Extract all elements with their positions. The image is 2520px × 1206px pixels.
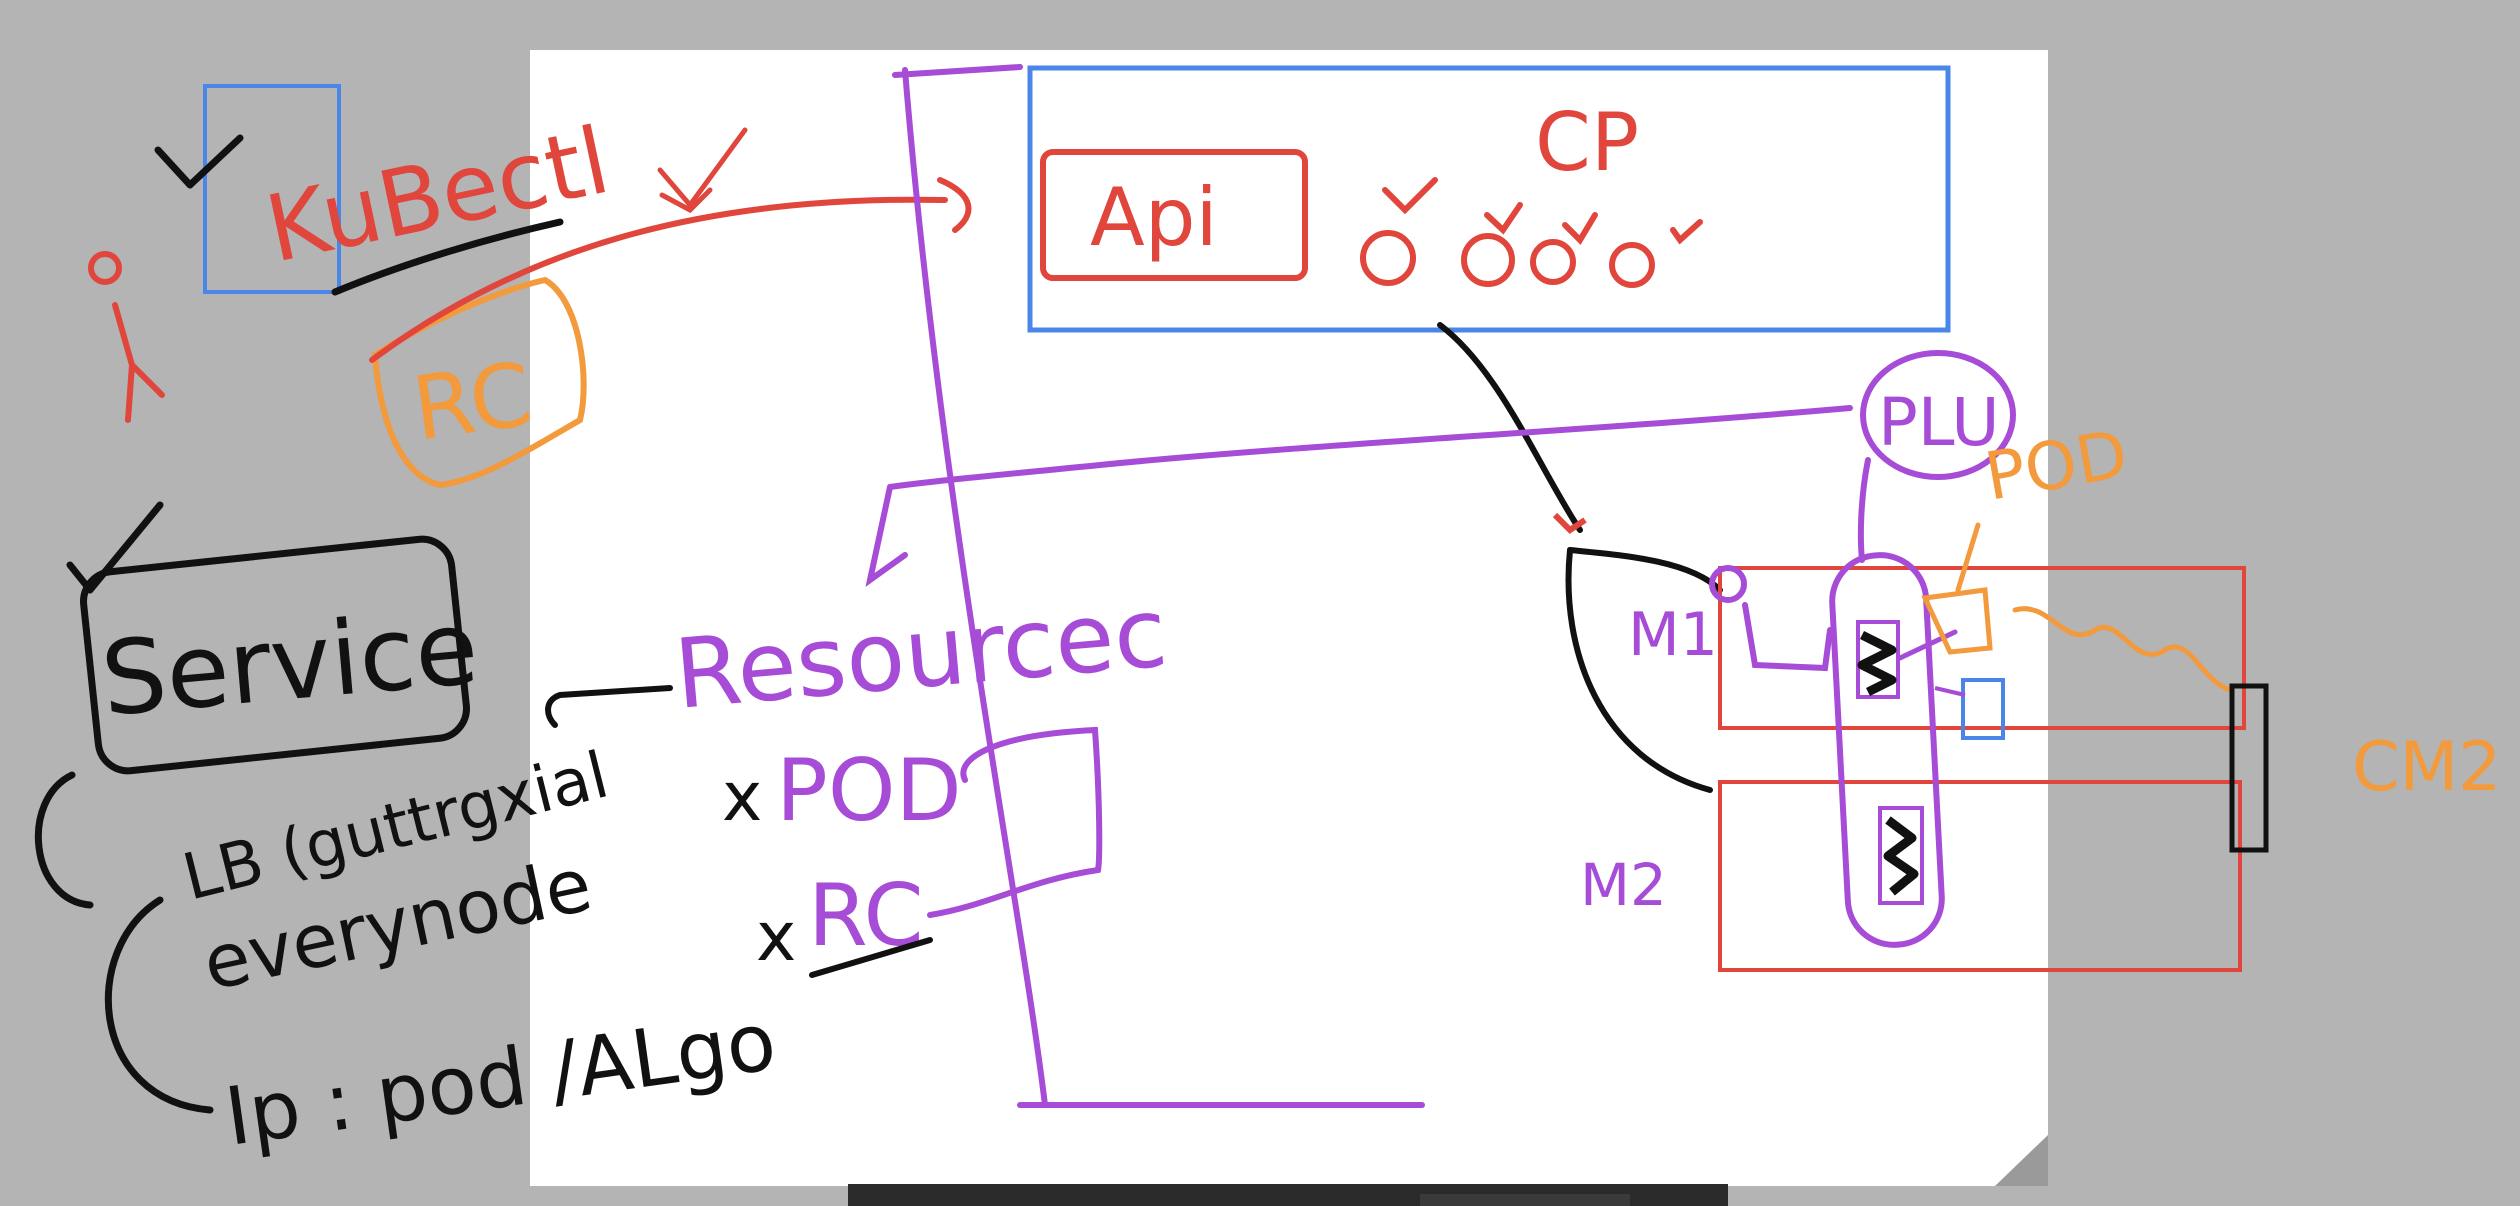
service-pill [1829, 552, 1945, 948]
paper-sheet [530, 50, 2048, 1186]
service-brace [104, 896, 214, 1114]
page-corner-fold [1995, 1135, 2048, 1186]
api-label: Api [1090, 171, 1218, 264]
purple-divider-top [892, 64, 1023, 78]
kubectl-underline [331, 218, 564, 296]
purple-divider-line [902, 67, 1048, 1108]
pod-link [1897, 629, 1958, 661]
rc-blob [371, 276, 587, 489]
service-box [80, 535, 470, 775]
checkmark-icon [66, 501, 164, 594]
rc-to-api-arrow [369, 196, 948, 363]
arrow-head [865, 484, 908, 587]
x-mark: x [722, 758, 762, 837]
x-mark: x [756, 898, 796, 977]
pod-orange-box [1921, 587, 1993, 655]
pod-m1-squiggle [1857, 630, 1897, 697]
toolbar-handle[interactable] [1420, 1194, 1630, 1206]
plu-to-resource-line [887, 405, 1853, 490]
pod-orange-wave [2012, 606, 2233, 693]
service-label: Service [97, 589, 483, 740]
kubectl-box [203, 84, 341, 294]
plu-ellipse [1860, 350, 2016, 480]
service-brace [34, 771, 94, 909]
plu-stem [1857, 457, 1871, 563]
node-m1-box [1718, 566, 2246, 730]
pod-m2-squiggle [1883, 816, 1919, 896]
cp-label: CP [1535, 96, 1639, 189]
checkmark-icon [657, 127, 748, 208]
cp-to-node-arrow [1437, 322, 1583, 533]
m1-purple-connector [1742, 602, 1833, 672]
control-plane-box [1027, 65, 1951, 333]
pod-m2 [1878, 806, 1924, 905]
pod-rc-bracket [927, 726, 1103, 918]
rc-purple-label: RC [808, 866, 924, 966]
service-arrow [545, 685, 673, 728]
plu-label: PLU [1878, 384, 2000, 461]
cm2-label: CM2 [2352, 728, 2501, 807]
pod-purple-label: POD [776, 741, 962, 841]
node-branch [1565, 547, 1713, 793]
node-branch [1567, 547, 1723, 593]
m1-port-circle [1709, 565, 1747, 603]
arrow-head [937, 177, 972, 233]
black-slot [2229, 683, 2269, 853]
api-box [1040, 149, 1308, 281]
node-m2-box [1718, 780, 2242, 972]
checkmark-icon [154, 134, 244, 189]
cp-nodes [1360, 177, 1703, 288]
blue-square [1961, 678, 2005, 740]
rc-underline [809, 937, 933, 978]
stick-figure-icon [88, 251, 165, 423]
red-tick [1552, 512, 1587, 534]
checkmark-icon [659, 187, 713, 214]
pod-orange-pointer [1955, 522, 1981, 593]
m2-label: M2 [1580, 851, 1667, 919]
blue-link [1934, 686, 1966, 697]
m1-label: M1 [1628, 600, 1718, 670]
rc-label: RC [407, 342, 538, 460]
